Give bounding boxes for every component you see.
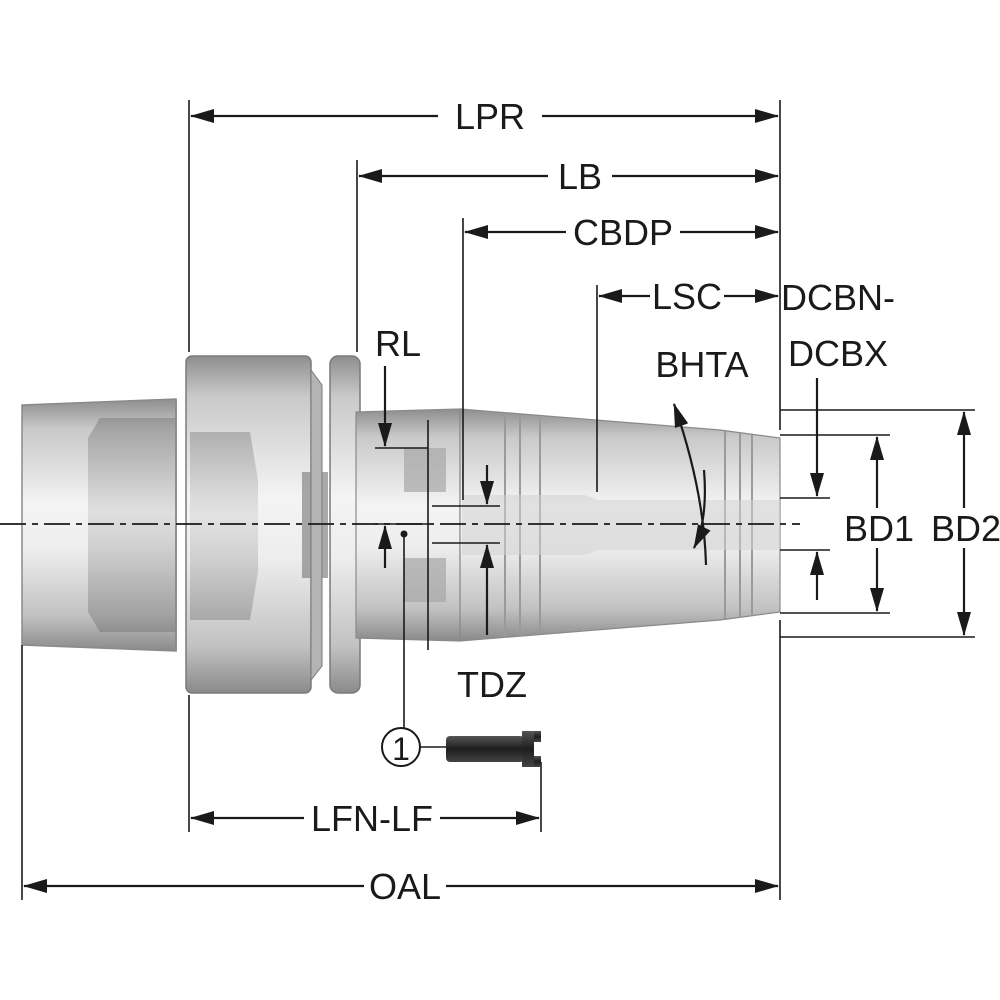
label-dcbn: DCBN- (781, 277, 895, 318)
label-lsc: LSC (652, 276, 722, 317)
label-lb: LB (558, 156, 602, 197)
dimension-cbdp: CBDP (464, 212, 779, 253)
flange-inner (190, 432, 258, 620)
tool-holder-body (21, 355, 781, 694)
dimension-bd2: BD2 (931, 411, 1000, 636)
radial-hole-bottom (404, 558, 446, 602)
dimension-oal: OAL (23, 866, 779, 907)
extension-lines (21, 100, 975, 900)
label-lpr: LPR (455, 96, 525, 137)
dimension-bhta: BHTA (655, 344, 749, 566)
dimension-lpr: LPR (190, 96, 779, 137)
inner-bore (462, 495, 780, 555)
dimension-rl: RL (375, 323, 421, 568)
dimension-tdz: TDZ (457, 465, 527, 705)
radial-hole-top (404, 448, 446, 492)
label-bhta: BHTA (655, 344, 748, 385)
dimension-lfn-lf: LFN-LF (190, 798, 540, 839)
label-callout: 1 (392, 731, 410, 767)
dimension-dcbn-dcbx: DCBN- DCBX (781, 277, 895, 600)
label-bd1: BD1 (844, 508, 914, 549)
dimension-bd1: BD1 (844, 436, 914, 612)
body-neck (355, 408, 461, 642)
label-bd2: BD2 (931, 508, 1000, 549)
label-dcbx: DCBX (788, 333, 888, 374)
callout-1: 1 (381, 530, 446, 767)
label-lfn-lf: LFN-LF (311, 798, 433, 839)
v-groove (310, 368, 323, 682)
label-cbdp: CBDP (573, 212, 673, 253)
dimension-lb: LB (358, 156, 779, 197)
shank-recess (88, 418, 176, 632)
label-tdz: TDZ (457, 664, 527, 705)
label-rl: RL (375, 323, 421, 364)
dimension-lsc: LSC (598, 276, 779, 317)
label-oal: OAL (369, 866, 441, 907)
set-screw-icon (446, 731, 541, 767)
